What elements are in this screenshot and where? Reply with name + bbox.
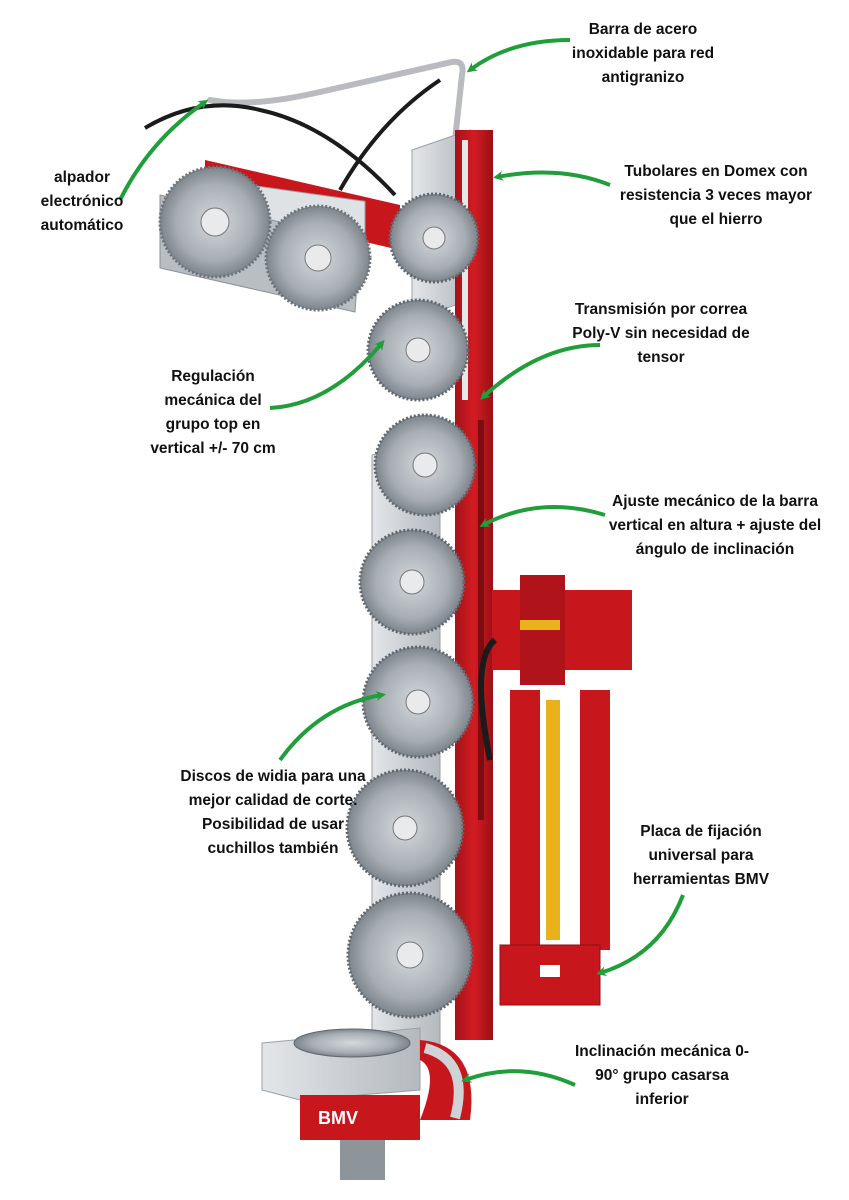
slide-rail — [462, 140, 468, 400]
steel-rod — [207, 58, 466, 143]
bottom-gearbox — [300, 1095, 420, 1140]
callout-inclinacion: Inclinación mecánica 0-90° grupo casarsa… — [574, 1043, 749, 1108]
top-blade — [264, 204, 372, 312]
disc-blade — [358, 528, 466, 636]
disc-blade — [361, 645, 475, 759]
frame-leg — [510, 690, 540, 950]
hydraulic-rod — [520, 620, 560, 630]
disc-blade — [373, 413, 477, 517]
arrow-discos — [278, 691, 386, 762]
arrow-inclinacion — [461, 1069, 576, 1087]
bmv-logo: BMV — [318, 1108, 358, 1128]
arrow-barra — [466, 38, 571, 73]
arrow-tubolares — [493, 170, 611, 187]
bottom-spindle — [340, 1140, 385, 1180]
slide-rail — [478, 420, 484, 820]
bottom-blade — [293, 1028, 411, 1058]
hose — [143, 103, 397, 197]
disc-blade — [388, 192, 480, 284]
disc-blade — [346, 891, 474, 1019]
arrow-alpador — [118, 99, 209, 201]
tilt-arc — [423, 1043, 464, 1120]
arrow-transmision — [480, 343, 601, 400]
hydraulic-cylinder — [546, 700, 560, 940]
frame-leg — [580, 690, 610, 950]
top-blade — [158, 165, 272, 279]
hoses — [478, 637, 498, 761]
arrow-regulacion — [269, 339, 385, 410]
disc-blade — [366, 298, 470, 402]
hose — [338, 78, 442, 191]
arrow-placa — [596, 894, 685, 977]
arrow-ajuste — [479, 505, 606, 527]
disc-blade — [345, 768, 465, 888]
fixing-plate-label — [540, 965, 560, 977]
